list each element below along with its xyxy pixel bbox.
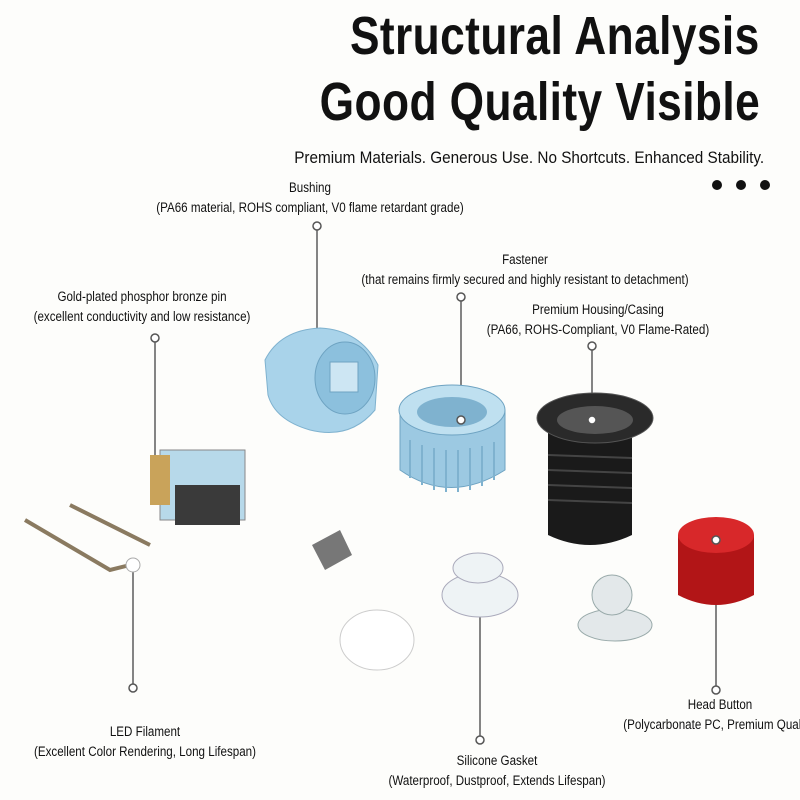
callout-detail: (Waterproof, Dustproof, Extends Lifespan… — [388, 773, 606, 788]
callout-name: Premium Housing/Casing — [532, 302, 664, 317]
housing-part — [536, 392, 654, 545]
gasket-part — [441, 552, 519, 618]
white-disc-part — [339, 609, 415, 671]
callout-detail: (that remains firmly secured and highly … — [361, 272, 689, 287]
callout-led: LED Filament (Excellent Color Rendering,… — [34, 722, 256, 762]
callout-name: Silicone Gasket — [456, 753, 538, 768]
callout-detail: (PA66, ROHS-Compliant, V0 Flame-Rated) — [486, 322, 710, 337]
callout-housing: Premium Housing/Casing (PA66, ROHS-Compl… — [487, 300, 709, 340]
callout-name: Head Button — [687, 697, 753, 712]
callout-name: Bushing — [289, 180, 331, 195]
callout-name: Fastener — [502, 252, 548, 267]
callout-head-button: Head Button (Polycarbonate PC, Premium Q… — [623, 695, 800, 735]
callout-fastener: Fastener (that remains firmly secured an… — [361, 250, 688, 290]
callout-detail: (excellent conductivity and low resistan… — [33, 309, 251, 324]
callout-gasket: Silicone Gasket (Waterproof, Dustproof, … — [388, 751, 605, 791]
leader-lines — [132, 230, 717, 736]
callout-dot-icons — [128, 221, 721, 745]
callout-detail: (PA66 material, ROHS compliant, V0 flame… — [156, 200, 464, 215]
callout-name: Gold-plated phosphor bronze pin — [57, 289, 227, 304]
led-part — [23, 503, 151, 573]
lens-part — [577, 574, 653, 642]
clip-part — [312, 530, 352, 570]
head-button-part — [678, 517, 754, 605]
pin-assembly-part — [150, 449, 246, 525]
callout-detail: (Excellent Color Rendering, Long Lifespa… — [33, 744, 257, 759]
subtitle: Premium Materials. Generous Use. No Shor… — [294, 148, 764, 167]
callout-bushing: Bushing (PA66 material, ROHS compliant, … — [156, 178, 464, 218]
bushing-part — [264, 327, 379, 433]
more-dots-icon — [712, 180, 770, 190]
callout-pin: Gold-plated phosphor bronze pin (excelle… — [34, 287, 251, 327]
title-line-2: Good Quality Visible — [319, 72, 760, 132]
callout-name: LED Filament — [109, 724, 181, 739]
callout-detail: (Polycarbonate PC, Premium Quality) — [623, 717, 800, 732]
fastener-part — [398, 384, 506, 492]
title-line-1: Structural Analysis — [350, 6, 760, 66]
